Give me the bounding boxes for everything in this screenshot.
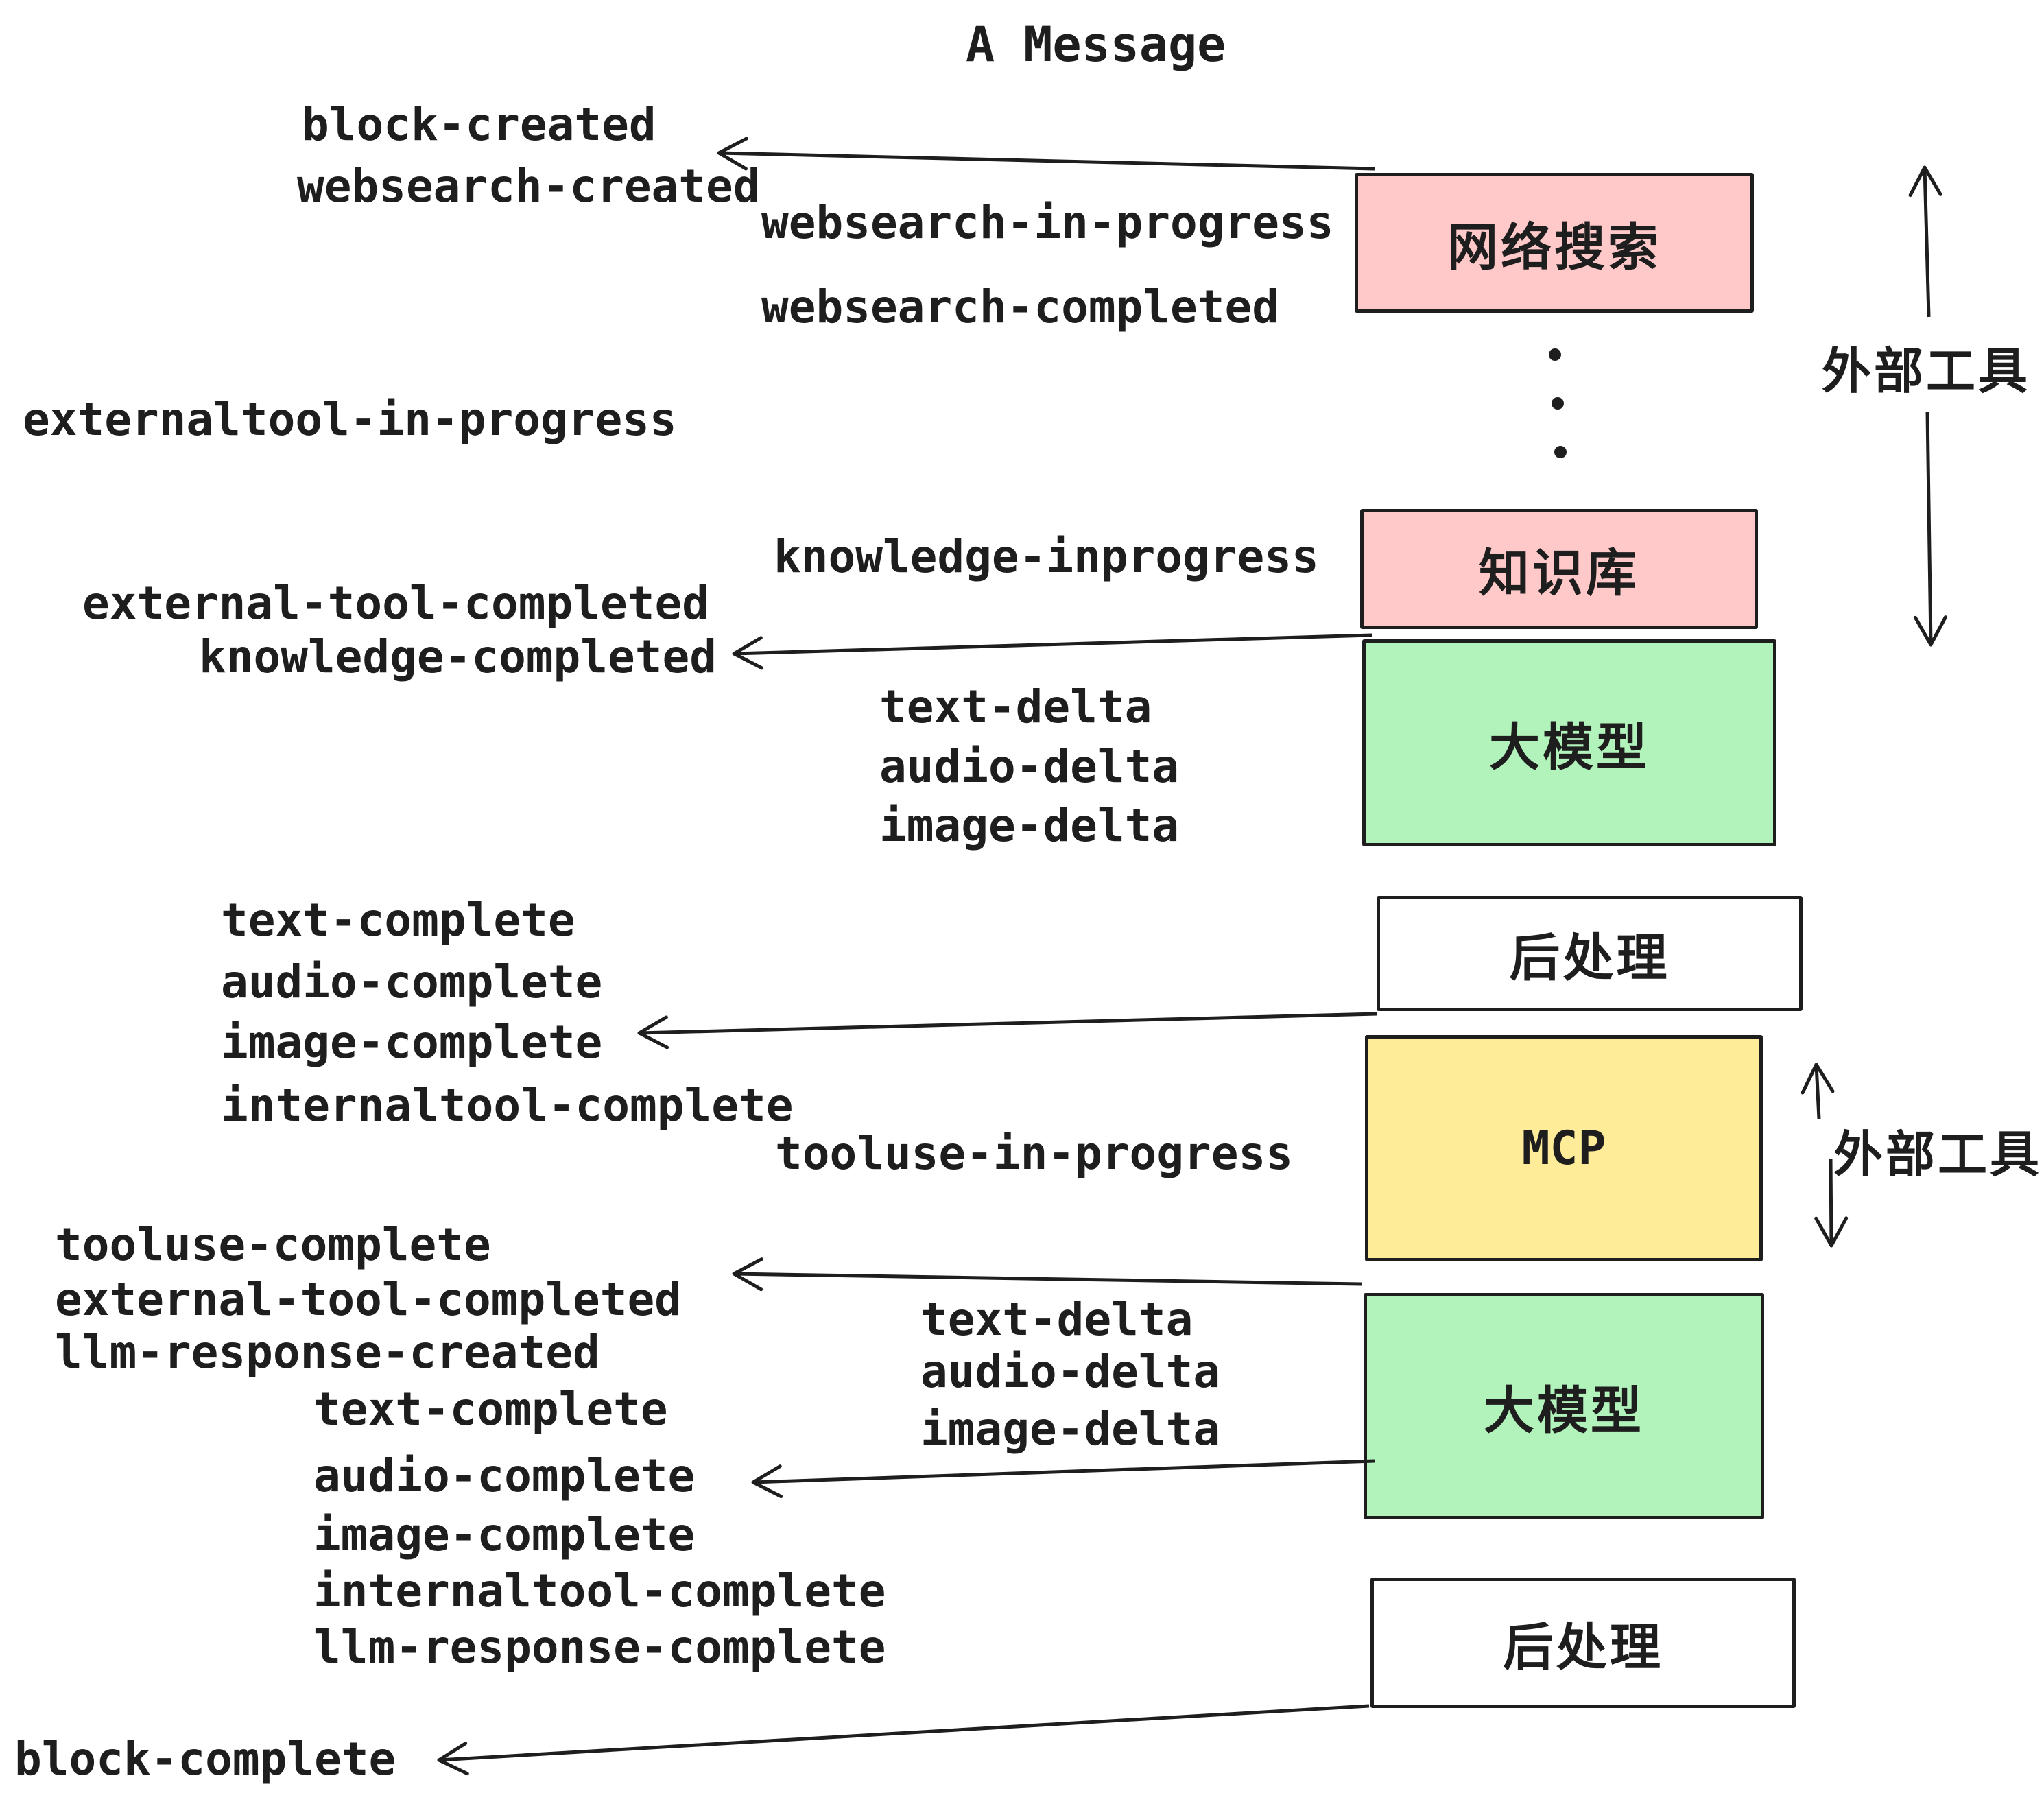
box-llm-1: 大模型 — [1362, 639, 1776, 846]
box-postprocess-1: 后处理 — [1377, 896, 1803, 1011]
event-knowledge-completed: knowledge-completed — [199, 630, 717, 683]
event-tooluse-in-progress: tooluse-in-progress — [775, 1127, 1293, 1180]
event-image-complete-2: image-complete — [313, 1508, 696, 1561]
arrow-websearch-created — [717, 137, 1375, 171]
event-llm-response-complete: llm-response-complete — [313, 1621, 886, 1674]
arrow-knowledge-completed — [732, 633, 1372, 670]
ellipsis-dot — [1549, 348, 1561, 361]
box-websearch-label: 网络搜索 — [1447, 217, 1661, 277]
event-block-complete: block-complete — [14, 1733, 396, 1785]
event-audio-delta-1: audio-delta — [879, 740, 1180, 793]
box-knowledge-label: 知识库 — [1479, 544, 1639, 603]
ellipsis-dot — [1552, 397, 1564, 410]
event-block-created: block-created — [302, 98, 656, 151]
event-text-delta-1: text-delta — [879, 680, 1152, 733]
event-external-tool-completed-2: external-tool-completed — [55, 1273, 682, 1326]
annotation-external-tools-1: 外部工具 — [1822, 342, 2031, 400]
arrow-image-complete — [637, 1012, 1378, 1049]
page-title: A Message — [966, 16, 1226, 73]
event-text-complete-1: text-complete — [221, 894, 575, 947]
event-tooluse-complete: tooluse-complete — [55, 1218, 491, 1271]
box-postprocess-1-label: 后处理 — [1509, 928, 1670, 988]
event-websearch-completed: websearch-completed — [761, 281, 1279, 333]
arrow-up-external-tools-2 — [1801, 1063, 1835, 1119]
box-mcp-label: MCP — [1521, 1121, 1606, 1176]
event-audio-delta-2: audio-delta — [920, 1345, 1221, 1398]
box-llm-2-label: 大模型 — [1484, 1381, 1644, 1440]
event-internaltool-complete-2: internaltool-complete — [313, 1565, 886, 1617]
box-llm-1-label: 大模型 — [1489, 717, 1650, 777]
event-websearch-in-progress: websearch-in-progress — [761, 196, 1334, 249]
event-text-delta-2: text-delta — [920, 1293, 1193, 1346]
event-image-complete-1: image-complete — [221, 1016, 603, 1069]
box-postprocess-2-label: 后处理 — [1503, 1617, 1663, 1677]
arrow-down-external-tools-1 — [1913, 411, 1947, 647]
event-knowledge-inprogress: knowledge-inprogress — [774, 530, 1319, 583]
event-image-delta-1: image-delta — [879, 799, 1180, 852]
event-image-delta-2: image-delta — [920, 1403, 1221, 1456]
box-websearch: 网络搜索 — [1355, 173, 1754, 313]
arrow-external-tool-completed — [732, 1257, 1362, 1292]
box-llm-2: 大模型 — [1364, 1293, 1764, 1519]
ellipsis-dot — [1554, 446, 1567, 458]
event-audio-complete-2: audio-complete — [313, 1449, 696, 1502]
box-mcp: MCP — [1365, 1035, 1763, 1261]
event-llm-response-created: llm-response-created — [55, 1326, 600, 1379]
annotation-external-tools-2: 外部工具 — [1833, 1126, 2043, 1183]
event-externaltool-in-progress: externaltool-in-progress — [23, 393, 677, 446]
event-audio-complete-1: audio-complete — [221, 956, 603, 1008]
event-text-complete-2: text-complete — [313, 1383, 668, 1436]
box-knowledge: 知识库 — [1360, 509, 1758, 629]
event-external-tool-completed-1: external-tool-completed — [82, 577, 709, 630]
arrow-up-external-tools-1 — [1908, 165, 1942, 318]
event-websearch-created: websearch-created — [297, 160, 761, 213]
arrow-block-complete — [437, 1704, 1370, 1776]
event-internaltool-complete-1: internaltool-complete — [221, 1079, 794, 1132]
arrow-audio-complete — [751, 1459, 1375, 1499]
box-postprocess-2: 后处理 — [1370, 1578, 1796, 1708]
